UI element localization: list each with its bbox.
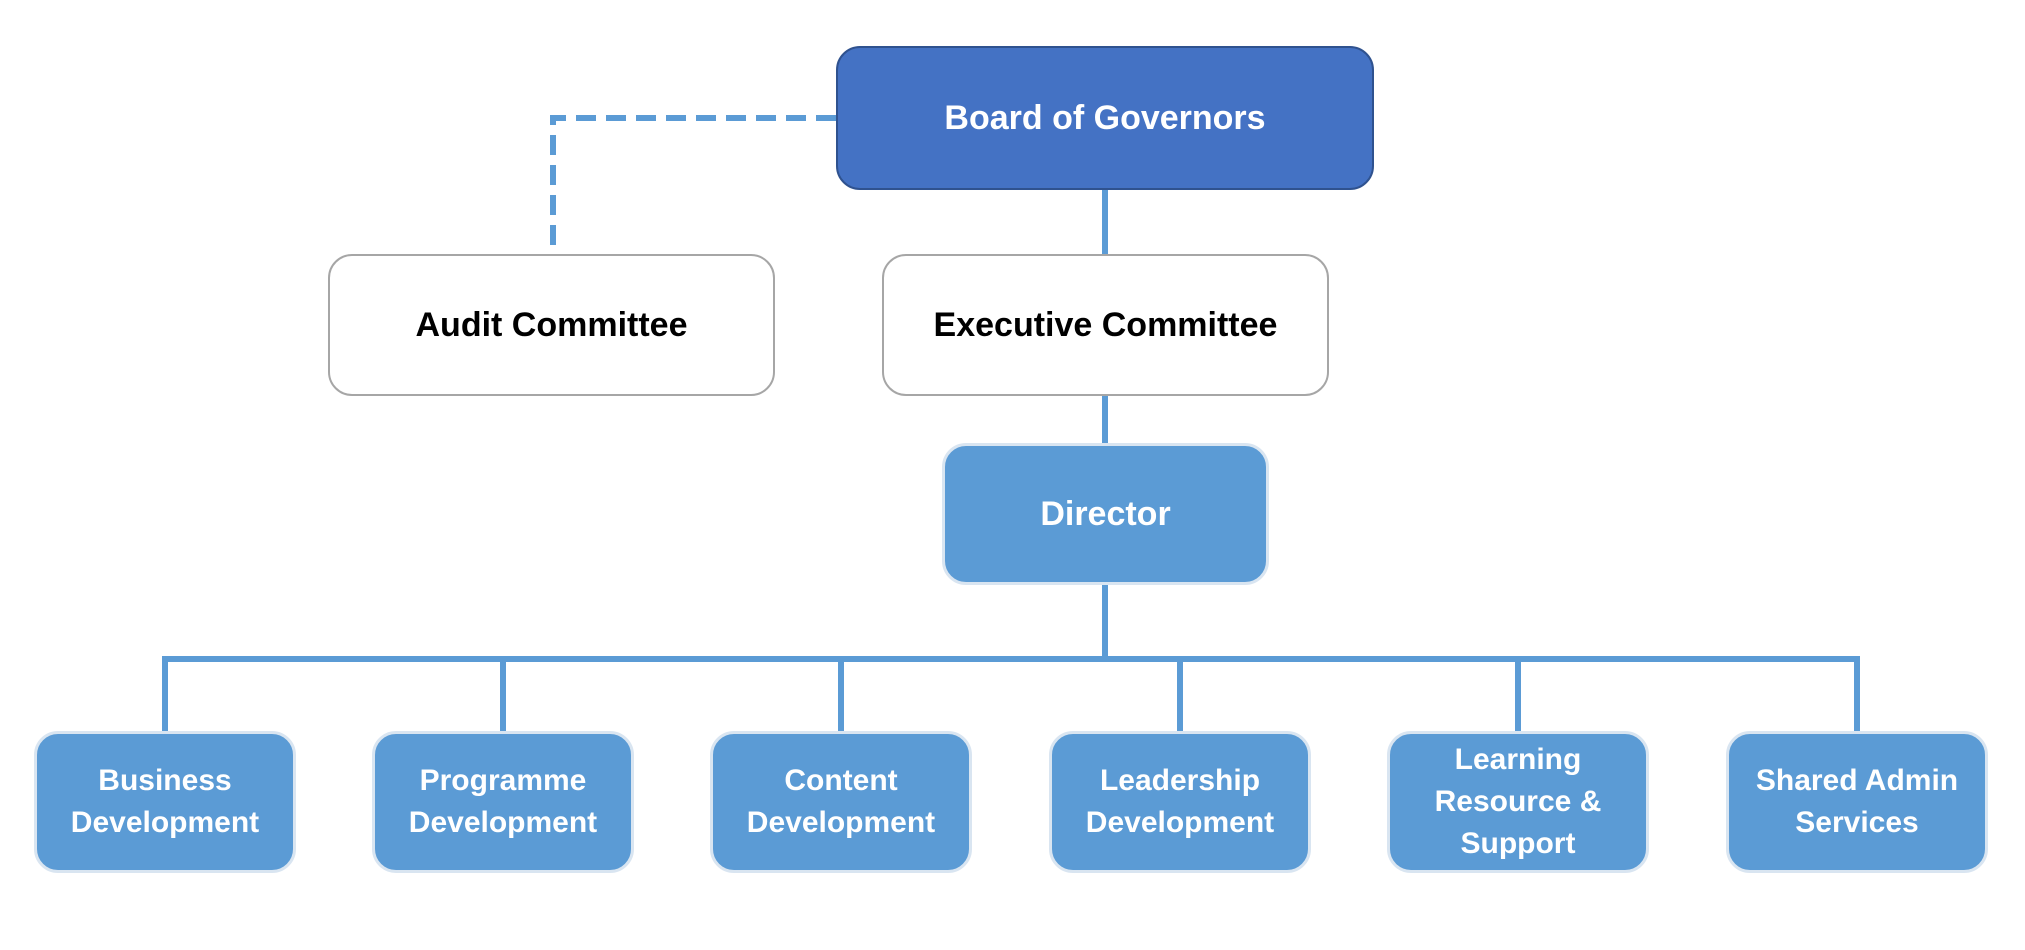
board-of-governors-label: Board of Governors bbox=[944, 98, 1266, 137]
unit-label: Leadership Development bbox=[1085, 764, 1275, 839]
unit-label: Business Development bbox=[70, 764, 260, 839]
unit-label: Shared Admin Services bbox=[1755, 764, 1959, 839]
board-of-governors-box: Board of Governors bbox=[836, 46, 1374, 190]
director-box: Director bbox=[942, 443, 1269, 585]
executive-committee-box: Executive Committee bbox=[882, 254, 1329, 396]
unit-shared-admin-services-box: Shared Admin Services bbox=[1726, 731, 1988, 873]
unit-business-development-box: Business Development bbox=[34, 731, 296, 873]
unit-leadership-development-box: Leadership Development bbox=[1049, 731, 1311, 873]
unit-label: Programme Development bbox=[408, 764, 598, 839]
unit-content-development-box: Content Development bbox=[710, 731, 972, 873]
audit-committee-label: Audit Committee bbox=[415, 305, 688, 344]
unit-programme-development-box: Programme Development bbox=[372, 731, 634, 873]
unit-label: Learning Resource & Support bbox=[1434, 743, 1602, 860]
executive-committee-label: Executive Committee bbox=[933, 305, 1278, 344]
director-label: Director bbox=[1040, 494, 1171, 533]
unit-learning-resource-support-box: Learning Resource & Support bbox=[1387, 731, 1649, 873]
audit-committee-box: Audit Committee bbox=[328, 254, 775, 396]
board-to-audit-dashed-connector bbox=[550, 115, 836, 248]
unit-label: Content Development bbox=[746, 764, 936, 839]
